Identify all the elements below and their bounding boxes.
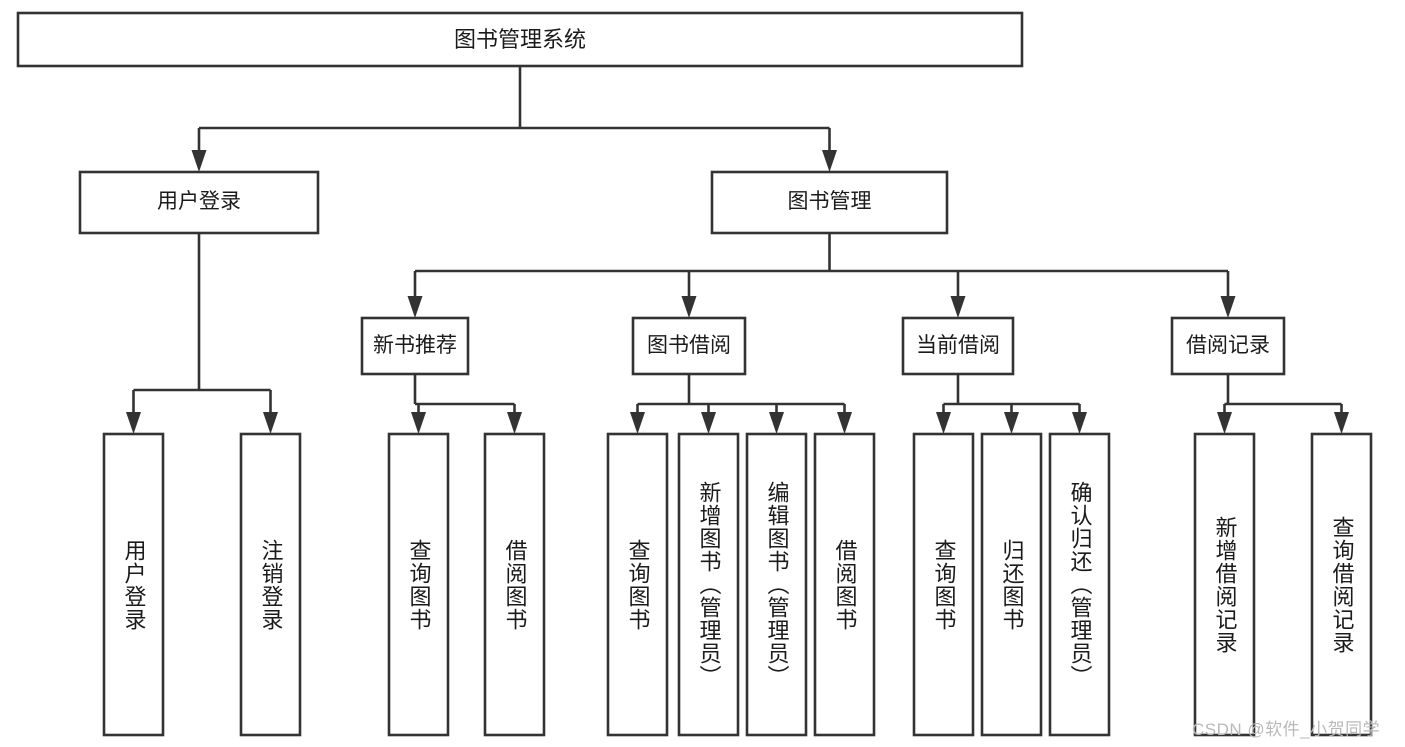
node-box-leaf-query-record[interactable] bbox=[1310, 432, 1373, 737]
arrow-head-icon bbox=[1217, 412, 1232, 434]
arrow-head-icon bbox=[936, 412, 951, 434]
node-box-book-borrow[interactable] bbox=[631, 316, 747, 376]
node-box-leaf-borrow-book-2[interactable] bbox=[813, 432, 876, 737]
arrow-head-icon bbox=[507, 412, 522, 434]
node-box-leaf-return-book[interactable] bbox=[980, 432, 1043, 737]
node-box-leaf-query-book-1[interactable] bbox=[387, 432, 450, 737]
arrow-head-icon bbox=[630, 412, 645, 434]
arrow-head-icon bbox=[263, 412, 278, 434]
arrow-head-icon bbox=[769, 412, 784, 434]
arrow-head-icon bbox=[681, 296, 697, 318]
node-box-borrow-record[interactable] bbox=[1170, 316, 1286, 376]
arrow-head-icon bbox=[1220, 296, 1236, 318]
arrow-head-icon bbox=[701, 412, 716, 434]
node-box-leaf-user-logout[interactable] bbox=[239, 432, 302, 737]
arrow-head-icon bbox=[191, 150, 207, 172]
arrow-head-icon bbox=[950, 296, 966, 318]
node-box-leaf-edit-book[interactable] bbox=[745, 432, 808, 737]
csdn-watermark: CSDN @软件_小贺同学 bbox=[1192, 720, 1381, 739]
node-box-book-manage[interactable] bbox=[710, 170, 949, 235]
arrow-head-icon bbox=[1334, 412, 1349, 434]
node-box-root[interactable] bbox=[16, 11, 1024, 68]
arrow-head-icon bbox=[126, 412, 141, 434]
arrow-head-icon bbox=[407, 296, 423, 318]
node-box-leaf-borrow-book-1[interactable] bbox=[483, 432, 546, 737]
node-box-leaf-query-book-3[interactable] bbox=[912, 432, 975, 737]
node-box-leaf-add-book[interactable] bbox=[677, 432, 740, 737]
node-box-leaf-query-book-2[interactable] bbox=[606, 432, 669, 737]
arrow-head-icon bbox=[822, 150, 837, 172]
node-box-leaf-user-login[interactable] bbox=[102, 432, 165, 737]
arrow-head-icon bbox=[1004, 412, 1019, 434]
arrow-head-icon bbox=[411, 412, 426, 434]
arrow-head-icon bbox=[1072, 412, 1087, 434]
nodes-layer bbox=[16, 11, 1373, 737]
node-box-new-book-rec[interactable] bbox=[360, 316, 470, 376]
node-box-leaf-add-record[interactable] bbox=[1193, 432, 1256, 737]
connectors-layer bbox=[126, 66, 1349, 434]
node-box-leaf-confirm-return[interactable] bbox=[1048, 432, 1111, 737]
arrow-head-icon bbox=[837, 412, 852, 434]
node-box-user-login[interactable] bbox=[78, 170, 320, 235]
node-box-current-borrow[interactable] bbox=[901, 316, 1015, 376]
